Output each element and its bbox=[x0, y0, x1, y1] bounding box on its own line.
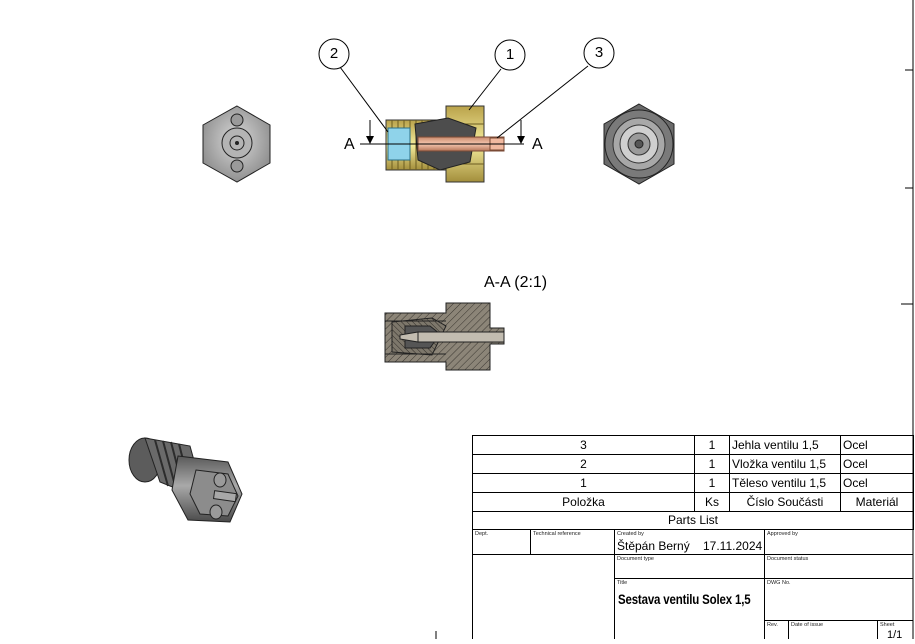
cell-material: Ocel bbox=[843, 438, 868, 452]
right-end-view bbox=[603, 103, 675, 185]
dept-label: Dept. bbox=[475, 531, 489, 537]
cell-qty: 1 bbox=[708, 457, 716, 471]
document-type-label: Document type bbox=[617, 556, 654, 562]
cell-part-number: Vložka ventilu 1,5 bbox=[732, 457, 827, 471]
header-item: Položka bbox=[562, 495, 605, 509]
balloon-leaders bbox=[339, 65, 589, 139]
isometric-view bbox=[128, 437, 243, 523]
title-block-grid bbox=[472, 529, 913, 639]
title-label: Title bbox=[617, 580, 628, 586]
cell-part-number: Těleso ventilu 1,5 bbox=[732, 476, 827, 490]
header-qty: Ks bbox=[704, 495, 719, 509]
balloon-3-label: 3 bbox=[594, 44, 604, 61]
cell-item: 2 bbox=[580, 457, 587, 471]
cell-material: Ocel bbox=[843, 457, 868, 471]
rev-label: Rev. bbox=[767, 622, 778, 628]
created-date: 17.11.2024 bbox=[703, 539, 763, 553]
cell-qty: 1 bbox=[708, 476, 716, 490]
cell-qty: 1 bbox=[708, 438, 716, 452]
cell-item: 1 bbox=[580, 476, 587, 490]
header-material: Materiál bbox=[855, 495, 899, 509]
balloon-3 bbox=[583, 37, 615, 69]
technical-reference-label: Technical reference bbox=[533, 531, 581, 537]
parts-list-title: Parts List bbox=[667, 513, 718, 527]
date-of-issue-label: Date of issue bbox=[791, 622, 824, 628]
sheet-label: Sheet bbox=[880, 622, 895, 628]
sheet-border bbox=[435, 0, 914, 639]
section-view-title: A-A (2:1) bbox=[484, 274, 548, 291]
front-view bbox=[360, 105, 525, 183]
dwg-no-label: DWG No. bbox=[767, 580, 791, 586]
balloon-1-label: 1 bbox=[505, 46, 515, 63]
left-end-view bbox=[202, 105, 271, 183]
section-label-right: A bbox=[532, 136, 543, 153]
document-status-label: Document status bbox=[767, 556, 809, 562]
created-by-label: Created by bbox=[617, 531, 644, 537]
balloon-1 bbox=[494, 39, 526, 71]
drawing-title: Sestava ventilu Solex 1,5 bbox=[618, 591, 751, 607]
cell-material: Ocel bbox=[843, 476, 868, 490]
section-label-left: A bbox=[344, 136, 355, 153]
balloon-2 bbox=[318, 38, 350, 70]
cell-item: 3 bbox=[580, 438, 587, 452]
created-by-value: Štěpán Berný bbox=[617, 539, 690, 553]
section-view bbox=[384, 302, 505, 371]
cell-part-number: Jehla ventilu 1,5 bbox=[732, 438, 819, 452]
header-part-number: Číslo Součásti bbox=[746, 495, 824, 509]
approved-by-label: Approved by bbox=[767, 531, 798, 537]
balloon-2-label: 2 bbox=[329, 45, 339, 62]
sheet-value: 1/1 bbox=[887, 629, 903, 641]
